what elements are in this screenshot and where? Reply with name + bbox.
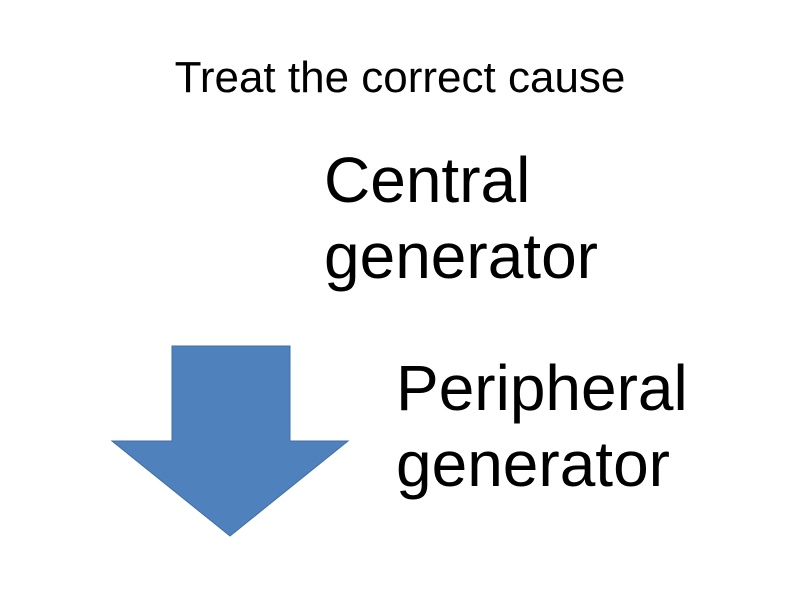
central-line-1: Central [324,144,531,216]
peripheral-line-2: generator [396,428,670,500]
central-line-2: generator [324,220,598,292]
slide-title: Treat the correct cause [174,53,626,102]
central-generator-label: Central generator [324,142,598,294]
peripheral-line-1: Peripheral [396,352,688,424]
peripheral-generator-label: Peripheral generator [396,350,688,502]
down-arrow-icon [110,345,350,537]
down-arrow-shape [110,345,350,537]
